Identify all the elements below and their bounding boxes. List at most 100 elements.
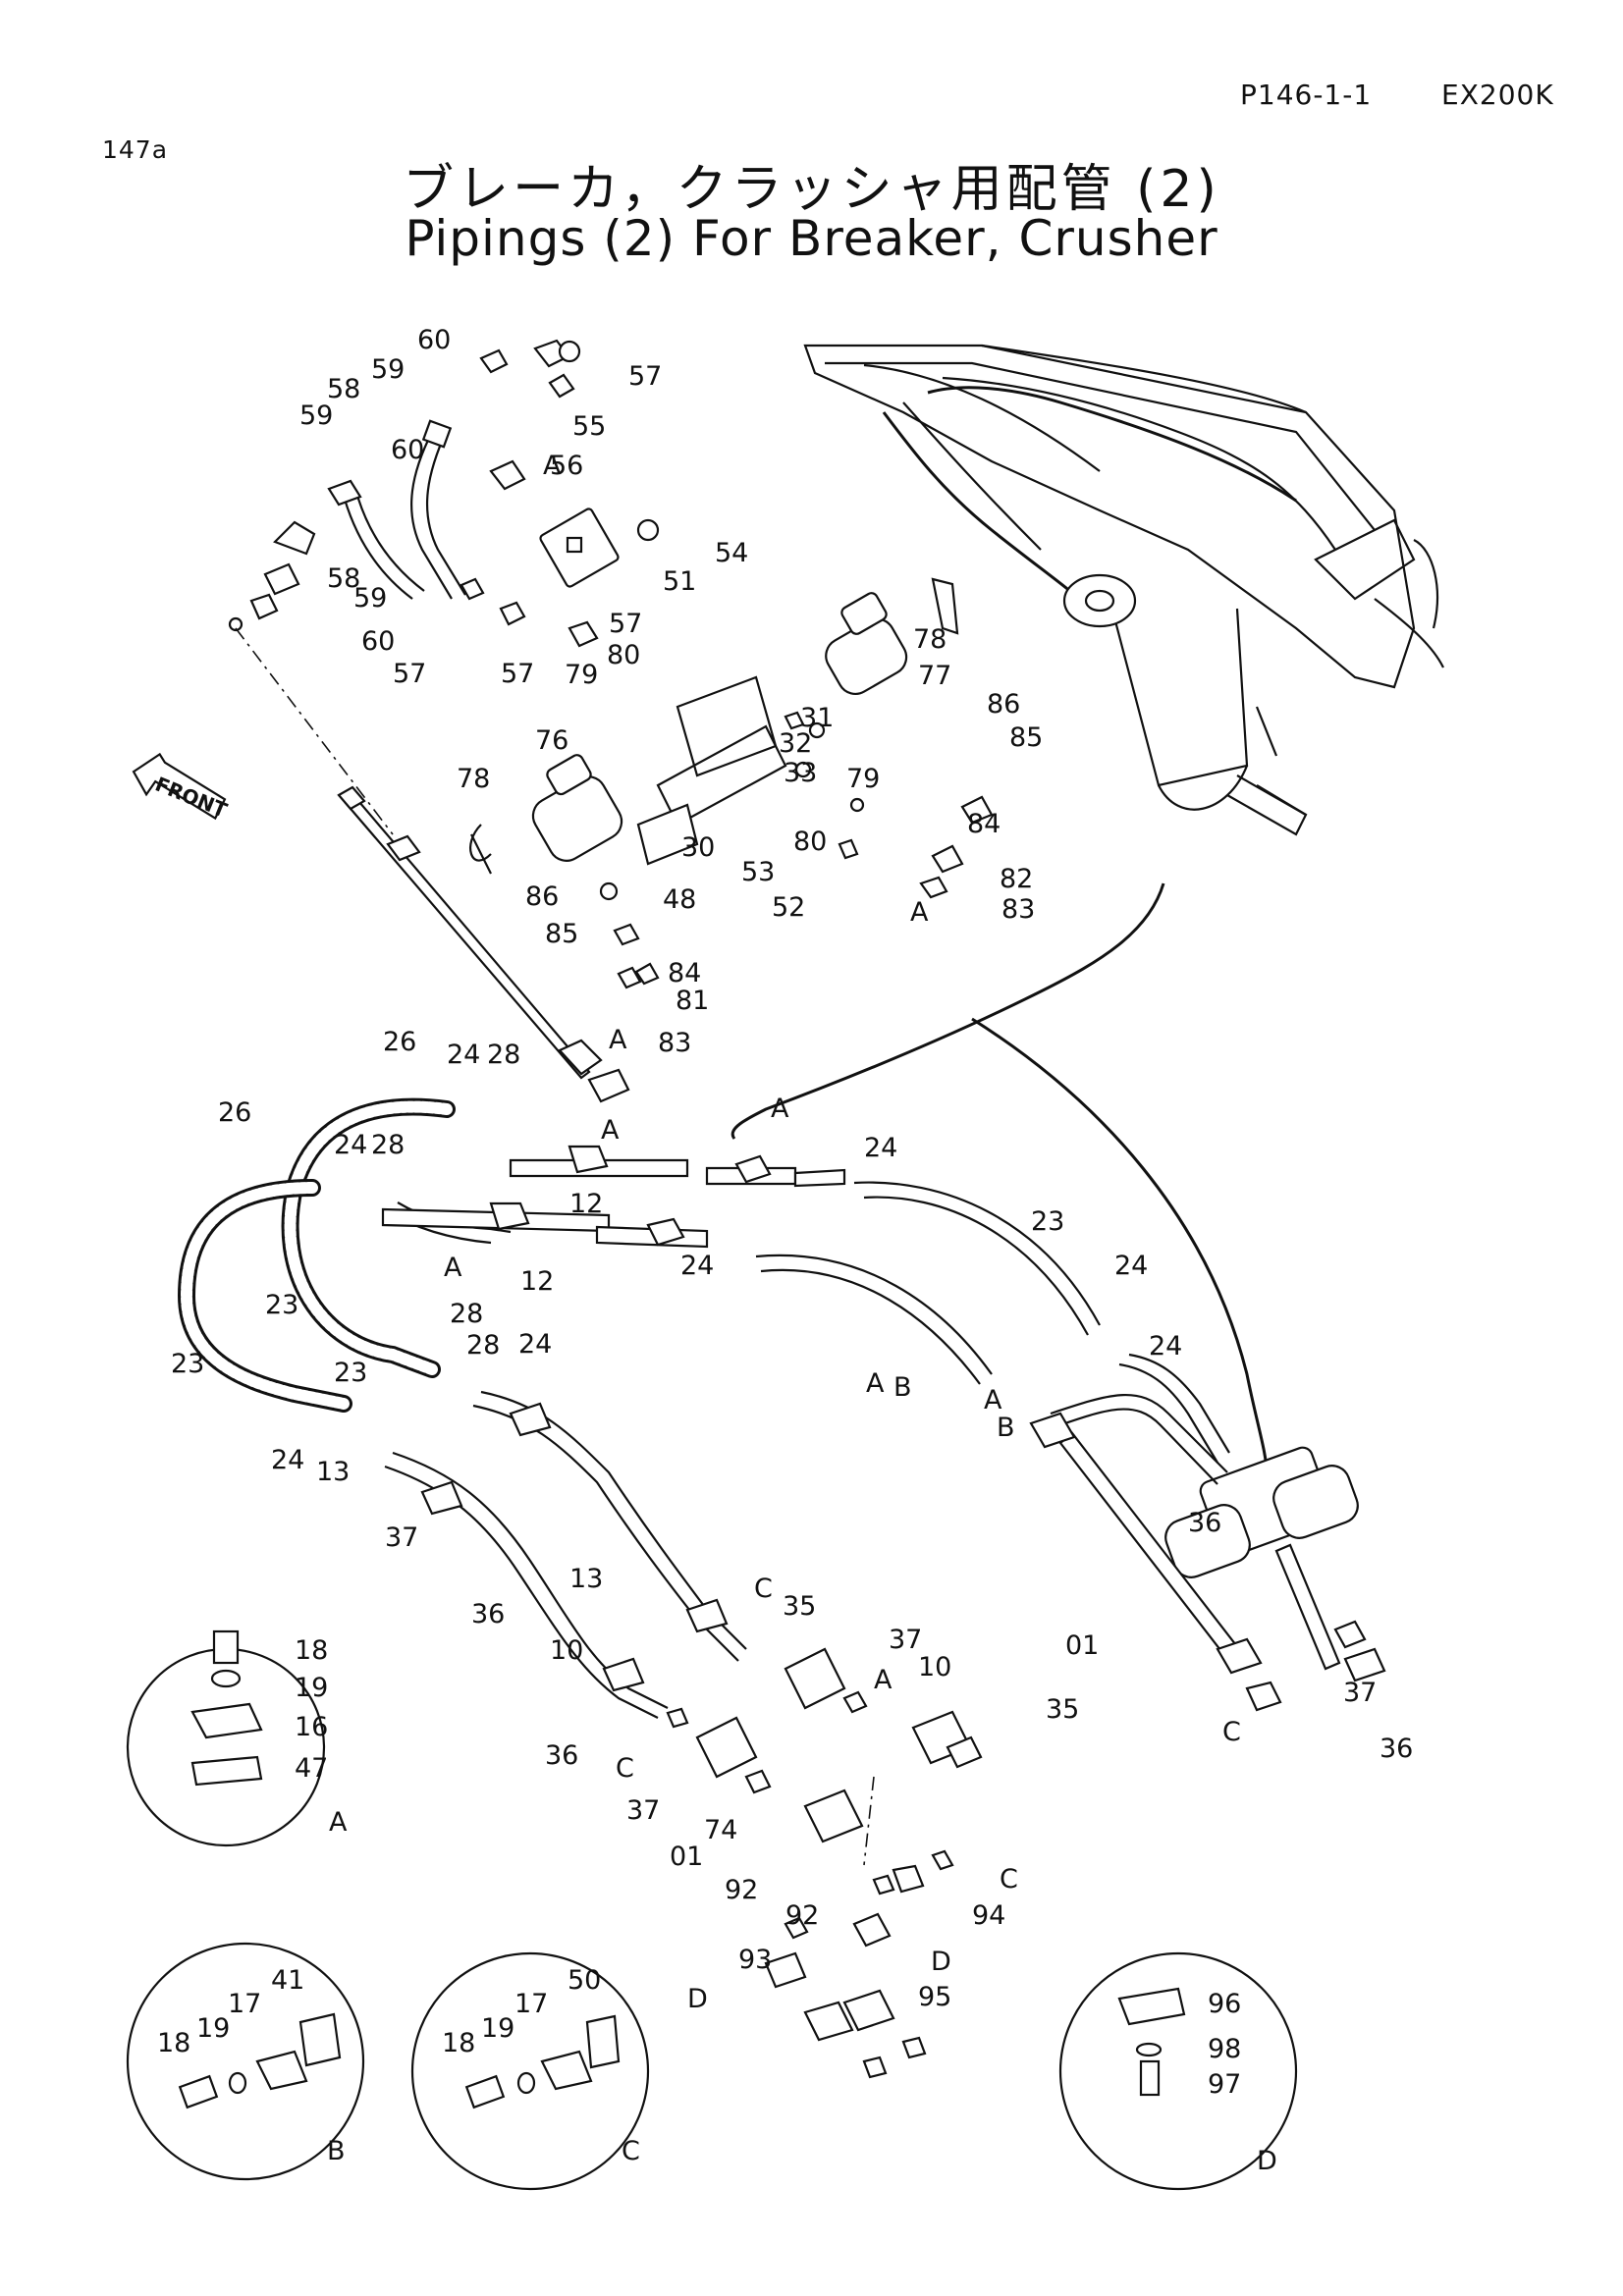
callout-58: 58 [327,374,360,404]
callout-37: 37 [889,1625,922,1655]
callout-92: 92 [725,1875,758,1905]
callout-56: 56 [550,451,583,481]
callout-28: 28 [466,1330,500,1361]
callout-74: 74 [704,1815,737,1845]
callout-24: 24 [334,1130,367,1160]
callout-33: 33 [784,758,817,788]
detail-d-label: D [1257,2146,1277,2176]
callout-24: 24 [518,1329,552,1360]
callout-A: A [444,1253,462,1283]
callout-82: 82 [1000,864,1033,894]
detail-a-part-47: 47 [295,1753,328,1784]
detail-d-part-97: 97 [1208,2069,1241,2100]
callout-60: 60 [391,435,424,465]
callout-24: 24 [864,1133,897,1163]
callout-B: B [893,1372,912,1403]
callout-77: 77 [918,661,951,691]
callout-35: 35 [783,1591,816,1622]
callout-A: A [874,1665,893,1695]
callout-31: 31 [800,703,834,733]
callout-D: D [931,1947,951,1977]
callout-95: 95 [918,1982,951,2012]
callout-80: 80 [607,640,640,670]
callout-60: 60 [417,325,451,355]
callout-85: 85 [545,919,578,949]
detail-c-part-19: 19 [481,2013,514,2044]
callout-24: 24 [1114,1251,1148,1281]
callout-24: 24 [680,1251,714,1281]
callout-13: 13 [569,1564,603,1594]
callout-C: C [1222,1717,1241,1747]
callout-51: 51 [663,566,696,597]
callout-36: 36 [1188,1508,1221,1538]
callout-A: A [910,897,929,928]
callout-24: 24 [1149,1331,1182,1362]
figure-number: 147a [102,135,169,164]
callout-36: 36 [545,1740,578,1771]
callout-A: A [984,1385,1002,1415]
callout-57: 57 [393,659,426,689]
title-english: Pipings (2) For Breaker, Crusher [405,210,1218,267]
accumulator-bracket-assembly [469,577,994,989]
lower-fittings [666,1647,983,2079]
front-direction-arrow: FRONT [132,752,231,823]
callout-A: A [543,451,562,481]
callout-10: 10 [550,1635,583,1666]
callout-80: 80 [793,827,827,857]
callout-79: 79 [565,660,598,690]
section-divider-line [730,882,1165,1140]
callout-26: 26 [218,1097,251,1128]
callout-28: 28 [450,1299,483,1329]
callout-C: C [616,1753,634,1784]
detail-d-part-98: 98 [1208,2034,1241,2064]
callout-12: 12 [569,1189,603,1219]
detail-b-label: B [327,2136,346,2166]
detail-b-part-19: 19 [196,2013,230,2044]
callout-58: 58 [327,563,360,594]
callout-23: 23 [334,1358,367,1388]
callout-C: C [1000,1864,1018,1895]
callout-84: 84 [668,958,701,988]
detail-a-part-19: 19 [295,1673,328,1703]
callout-24: 24 [447,1040,480,1070]
callout-28: 28 [371,1130,405,1160]
callout-57: 57 [628,361,662,392]
callout-37: 37 [1343,1678,1377,1708]
callout-59: 59 [353,583,387,614]
model-code: EX200K [1441,79,1554,111]
callout-B: B [997,1413,1015,1443]
callout-01: 01 [1065,1630,1099,1661]
callout-54: 54 [715,538,748,568]
detail-b-part-41: 41 [271,1965,304,1996]
hose-assembly [177,1097,1101,1413]
callout-57: 57 [501,659,534,689]
callout-36: 36 [471,1599,505,1629]
callout-55: 55 [572,411,606,442]
callout-86: 86 [987,689,1020,720]
callout-A: A [609,1025,627,1055]
callout-94: 94 [972,1900,1005,1931]
callout-79: 79 [846,764,880,794]
detail-b-part-17: 17 [228,1989,261,2019]
detail-b-part-18: 18 [157,2028,190,2058]
detail-c-label: C [622,2136,640,2166]
callout-81: 81 [676,986,709,1016]
detail-a-part-18: 18 [295,1635,328,1666]
detail-d-part-96: 96 [1208,1989,1241,2019]
callout-78: 78 [913,624,947,655]
callout-23: 23 [171,1349,204,1379]
callout-59: 59 [371,354,405,385]
detail-c-part-17: 17 [514,1989,548,2019]
title-japanese: ブレーカ，クラッシャ用配管 (2) [403,160,1220,219]
callout-28: 28 [487,1040,520,1070]
top-pipe-assembly [228,339,660,648]
callout-92: 92 [785,1900,819,1931]
detail-view-a [126,1629,326,1847]
long-diagonal-pipe [235,627,630,1103]
pipe-12-set [381,1145,846,1249]
callout-35: 35 [1046,1694,1079,1725]
callout-01: 01 [670,1842,703,1872]
callout-D: D [687,1984,708,2014]
callout-A: A [866,1368,885,1399]
